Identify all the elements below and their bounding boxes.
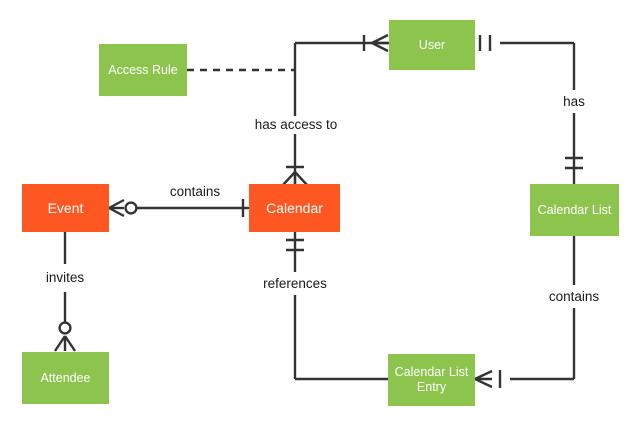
cardinality-calendar-has-access: [281, 165, 309, 187]
entity-access-rule[interactable]: Access Rule: [99, 44, 187, 96]
connector-has: [500, 41, 576, 184]
connector-has-access-to: [293, 41, 389, 184]
entity-access-rule-label: Access Rule: [108, 62, 178, 77]
cardinality-event-contains: [108, 198, 138, 218]
cardinality-user-has-access: [362, 33, 389, 53]
entity-attendee-label: Attendee: [40, 370, 91, 385]
rel-label-has: has: [559, 93, 589, 111]
rel-label-references: references: [259, 275, 331, 293]
entity-calendar-list-label: Calendar List: [537, 202, 612, 217]
connector-contains-list-entry: [510, 236, 576, 381]
connector-references: [293, 232, 388, 381]
entity-event[interactable]: Event: [22, 184, 109, 232]
cardinality-user-has: [478, 35, 492, 51]
entity-calendar[interactable]: Calendar: [249, 184, 340, 232]
rel-label-contains-event-calendar: contains: [165, 183, 225, 201]
rel-label-contains-list-entry: contains: [544, 288, 604, 306]
entity-calendar-list-entry[interactable]: Calendar List Entry: [388, 354, 475, 406]
cardinality-listentry-contains: [474, 369, 502, 389]
entity-user[interactable]: User: [389, 20, 475, 70]
entity-attendee[interactable]: Attendee: [22, 352, 109, 404]
rel-label-has-access-to: has access to: [250, 116, 342, 134]
entity-calendar-list[interactable]: Calendar List: [530, 184, 619, 236]
entity-calendar-list-entry-label: Calendar List Entry: [394, 365, 469, 394]
entity-user-label: User: [418, 37, 446, 52]
entity-calendar-label: Calendar: [266, 199, 323, 216]
entity-event-label: Event: [47, 199, 84, 216]
cardinality-calendarlist-has: [565, 156, 583, 170]
cardinality-calendar-references: [286, 238, 304, 252]
cardinality-attendee-invites: [54, 321, 76, 352]
rel-label-invites: invites: [41, 269, 89, 287]
